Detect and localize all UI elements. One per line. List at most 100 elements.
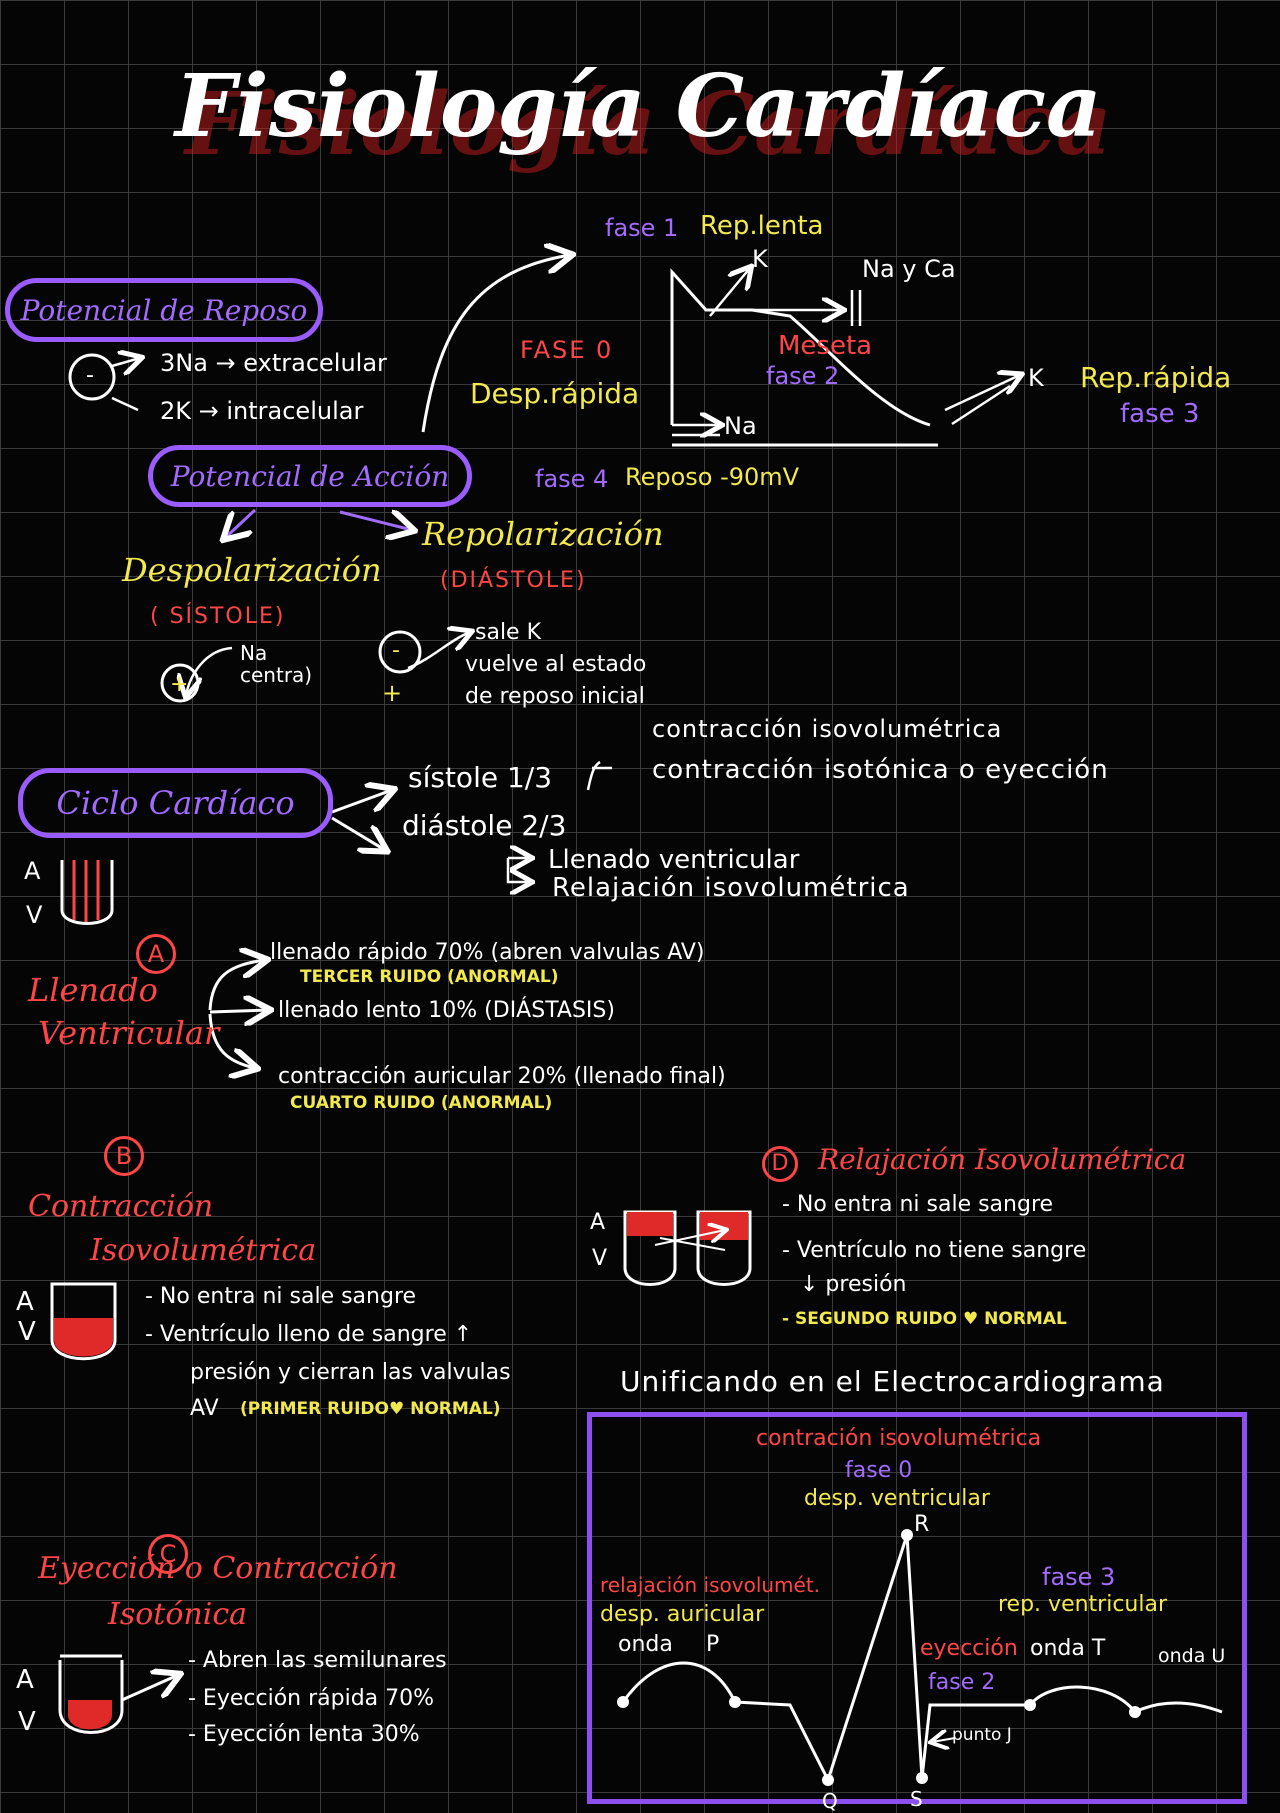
contraccion-item-1: - No entra ni sale sangre: [145, 1284, 417, 1309]
k-right-label: K: [1028, 364, 1044, 392]
segundo-ruido: - SEGUNDO RUIDO ♥ NORMAL: [782, 1309, 1067, 1329]
ventricle-cup-ciclo: [60, 860, 114, 925]
potencial-accion-label: Potencial de Acción: [170, 459, 450, 493]
resting-minus: -: [86, 363, 94, 388]
desp-rapida-label: Desp.rápida: [470, 377, 640, 410]
marker-d: D: [762, 1146, 798, 1182]
eyeccion-title-2: Isotónica: [108, 1597, 248, 1632]
relajacion-item-3: ↓ presión: [800, 1272, 907, 1297]
cuarto-ruido: CUARTO RUIDO (ANORMAL): [290, 1093, 553, 1113]
diastole-fraction: diástole 2/3: [402, 809, 567, 842]
ecg-relajacion: relajación isovolumét.: [600, 1573, 821, 1597]
relajacion-a: A: [590, 1210, 606, 1235]
ecg-fase3: fase 3: [1042, 1563, 1116, 1591]
ecg-heading: Unificando en el Electrocardiograma: [620, 1365, 1165, 1398]
fase4-label: fase 4: [535, 465, 609, 493]
na-label: Na: [724, 412, 757, 440]
ventricle-cup-b: [50, 1282, 117, 1361]
ecg-s: S: [910, 1787, 923, 1811]
na-y-ca-label: Na y Ca: [862, 255, 956, 283]
ecg-onda-t: onda T: [1030, 1636, 1106, 1661]
contraccion-title-1: Contracción: [28, 1189, 214, 1224]
marker-c: C: [148, 1534, 188, 1574]
contraccion-v: V: [18, 1317, 36, 1347]
eyeccion-v: V: [18, 1707, 36, 1737]
diastole-label: (DIÁSTOLE): [440, 568, 587, 593]
ventricle-cup-c: [58, 1660, 124, 1734]
contraccion-a: A: [16, 1287, 34, 1317]
vuelve-label: vuelve al estado: [465, 652, 647, 677]
llenado-vent-item: Llenado ventricular: [548, 845, 800, 875]
potencial-reposo-pill: Potencial de Reposo: [5, 278, 323, 342]
ecg-desp-aur: desp. auricular: [600, 1602, 765, 1627]
ecg-fase0: fase 0: [845, 1458, 913, 1483]
ciclo-v-label: V: [26, 901, 43, 929]
contraccion-auricular: contracción auricular 20% (llenado final…: [278, 1064, 726, 1089]
ecg-fase2: fase 2: [928, 1670, 996, 1695]
rep-lenta-label: Rep.lenta: [700, 211, 824, 241]
ventricle-cup-d1: [623, 1210, 677, 1286]
relajacion-iso-item: Relajación isovolumétrica: [552, 873, 910, 903]
relajacion-v: V: [592, 1246, 608, 1271]
ecg-q: Q: [822, 1789, 838, 1813]
rep-rapida-label: Rep.rápida: [1080, 361, 1232, 394]
fase0-label: FASE 0: [520, 336, 614, 364]
contraccion-item-4-prefix: AV: [190, 1396, 219, 1421]
resting-na-line: 3Na → extracelular: [160, 349, 387, 377]
contraccion-item-3: presión y cierran las valvulas: [190, 1360, 511, 1385]
eyeccion-item-1: - Abren las semilunares: [188, 1648, 447, 1673]
ciclo-cardiaco-pill: Ciclo Cardíaco: [18, 768, 333, 838]
eyeccion-item-3: - Eyección lenta 30%: [188, 1722, 420, 1747]
arrow-3na: [111, 358, 140, 366]
ciclo-cardiaco-label: Ciclo Cardíaco: [56, 784, 295, 822]
fase2-label: fase 2: [766, 362, 840, 390]
marker-b: B: [104, 1136, 144, 1176]
potencial-accion-pill: Potencial de Acción: [148, 445, 472, 507]
llenado-lento: llenado lento 10% (DIÁSTASIS): [278, 998, 615, 1023]
fase3-label: fase 3: [1120, 399, 1200, 429]
contraccion-title-2: Isovolumétrica: [90, 1233, 317, 1268]
arrow-to-despolarizacion: [225, 508, 257, 538]
arrow-2k: [111, 396, 139, 412]
ecg-contraccion: contración isovolumétrica: [756, 1426, 1042, 1451]
k-minus: -: [392, 638, 400, 663]
sistole-label: ( SÍSTOLE): [150, 604, 286, 629]
eyeccion-title-1: Eyección o Contracción: [38, 1551, 398, 1586]
tercer-ruido: TERCER RUIDO (ANORMAL): [300, 967, 559, 987]
sale-k-label: sale K: [475, 620, 542, 645]
fase1-label: fase 1: [605, 214, 679, 242]
ecg-r: R: [914, 1512, 930, 1537]
relajacion-title: Relajación Isovolumétrica: [818, 1143, 1187, 1176]
ecg-p: P: [706, 1632, 720, 1657]
eyeccion-item-2: - Eyección rápida 70%: [188, 1686, 435, 1711]
meseta-label: Meseta: [778, 331, 873, 361]
relajacion-item-2: - Ventrículo no tiene sangre: [782, 1238, 1087, 1263]
llenado-title-2: Ventricular: [38, 1014, 220, 1052]
contraccion-isotonica-item: contracción isotónica o eyección: [652, 755, 1109, 785]
na-plus: +: [170, 672, 189, 697]
ventricle-cup-d2: [696, 1210, 752, 1286]
k-circle-icon: [378, 630, 422, 674]
relajacion-item-1: - No entra ni sale sangre: [782, 1192, 1054, 1217]
k-top-label: K: [752, 245, 768, 273]
page-title: Fisiología Cardíaca: [175, 56, 1102, 157]
reposo-90-label: Reposo -90mV: [625, 463, 800, 491]
ecg-punto-j: punto J: [952, 1725, 1012, 1745]
ecg-box: [587, 1412, 1247, 1804]
llenado-rapido: llenado rápido 70% (abren valvulas AV): [270, 940, 705, 965]
ciclo-a-label: A: [24, 857, 41, 885]
k-plus: +: [382, 679, 403, 707]
ecg-eyeccion: eyección: [920, 1636, 1018, 1661]
resting-k-line: 2K → intracelular: [160, 397, 364, 425]
ecg-onda-u: onda U: [1158, 1645, 1226, 1667]
ecg-rep-vent: rep. ventricular: [998, 1592, 1168, 1617]
ecg-onda-p-label: onda: [618, 1632, 673, 1657]
na-entra-label: Na centra): [240, 641, 313, 687]
contraccion-isovol-item: contracción isovolumétrica: [652, 715, 1003, 743]
sistole-fraction: sístole 1/3: [408, 761, 553, 794]
ecg-desp-vent: desp. ventricular: [804, 1486, 990, 1511]
contraccion-item-2: - Ventrículo lleno de sangre ↑: [145, 1322, 473, 1347]
marker-a: A: [136, 934, 176, 974]
potencial-reposo-label: Potencial de Reposo: [20, 293, 308, 327]
primer-ruido: (PRIMER RUIDO♥ NORMAL): [240, 1399, 501, 1419]
